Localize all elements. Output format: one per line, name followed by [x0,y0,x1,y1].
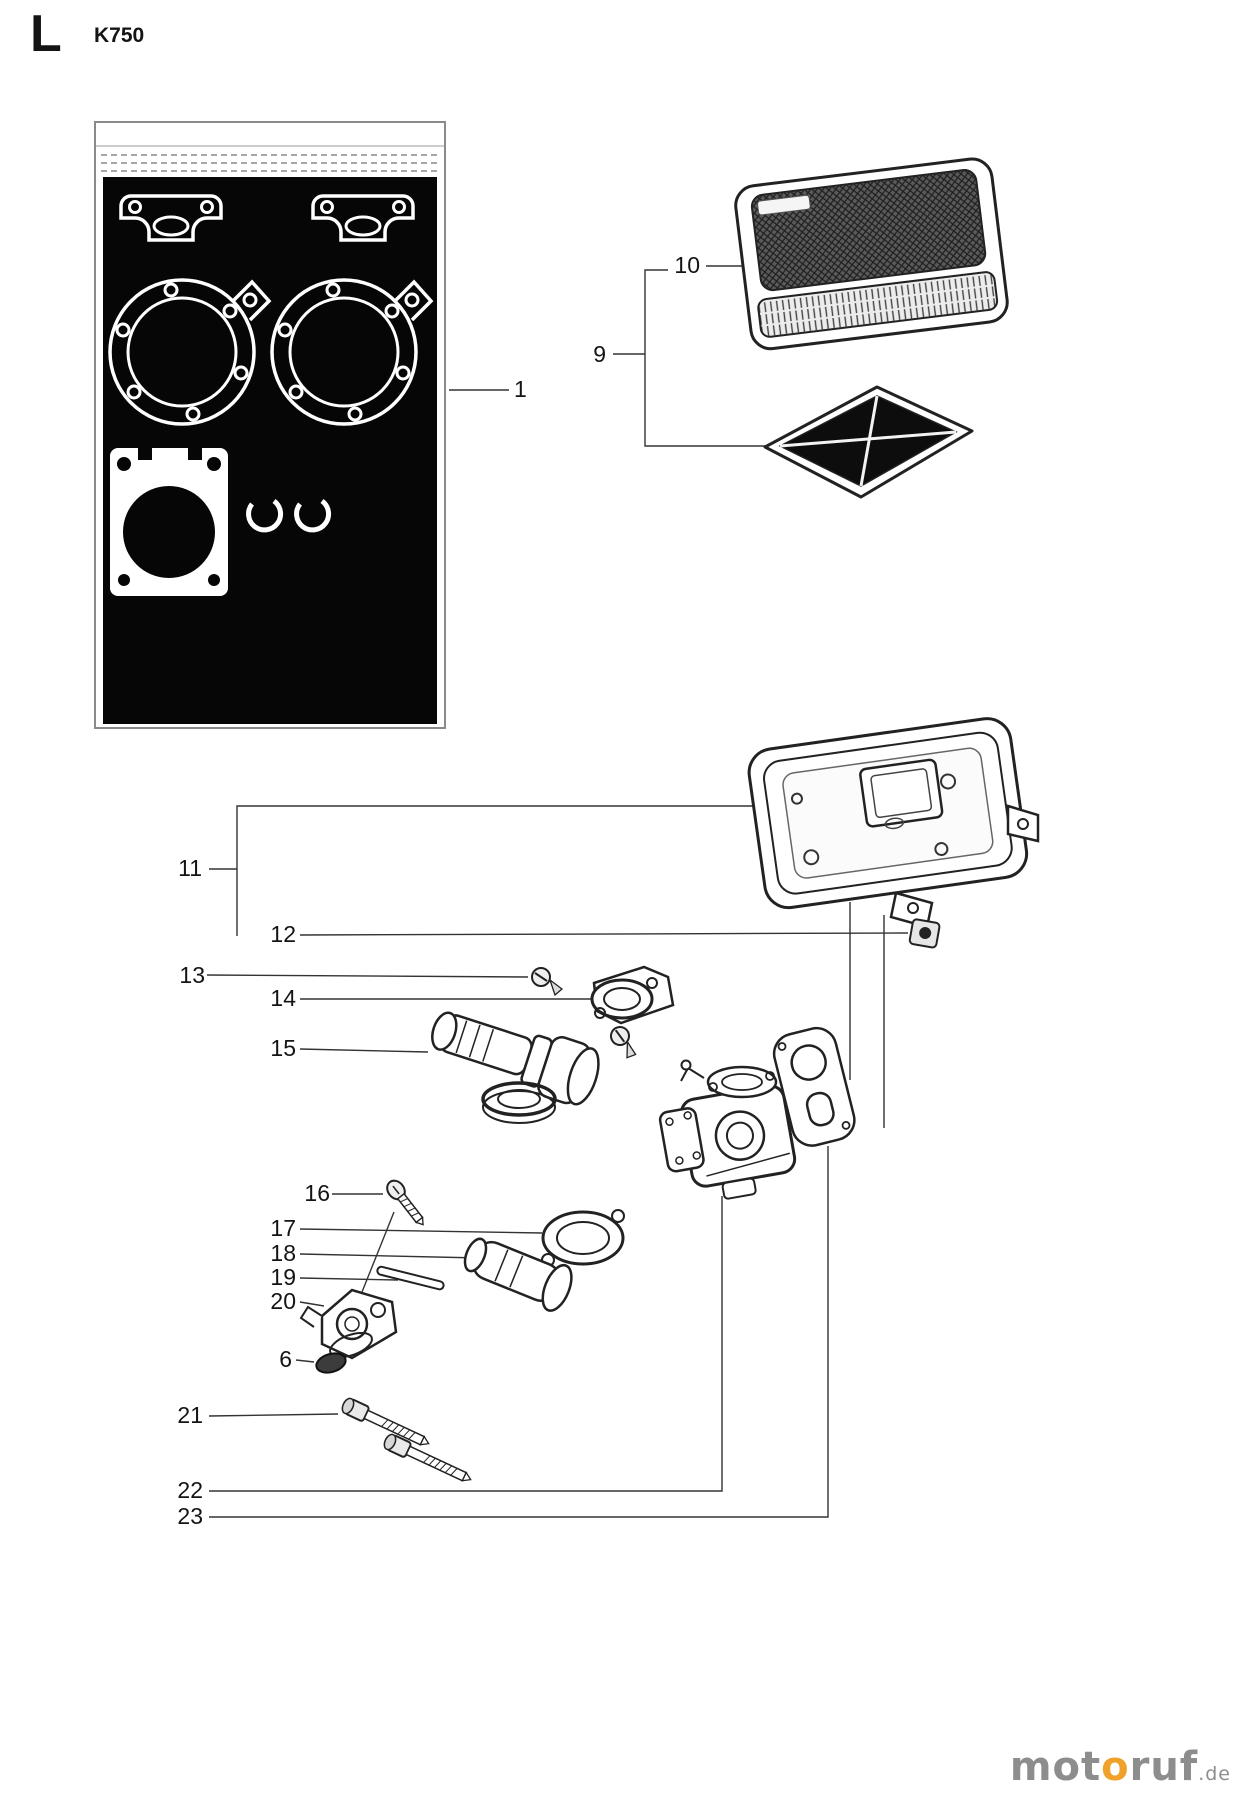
watermark-text-pre: mot [1009,1744,1102,1790]
carburetor-gasket-plate [772,1026,856,1147]
watermark-text-post: ruf [1129,1744,1199,1790]
screw-part-16 [386,1179,424,1226]
callout-13: 13 [179,962,205,988]
callout-9: 9 [593,341,606,367]
intake-manifold-part-18 [463,1237,573,1312]
callout-12: 12 [270,921,296,947]
choke-plate-part-20 [299,1288,398,1360]
air-filter-housing [747,717,1029,910]
grommet-part-6 [315,1352,347,1374]
flange-part-14 [590,965,675,1025]
watermark-accent-o: o [1101,1744,1130,1790]
model-number: K750 [94,24,145,47]
nut-part-12 [908,918,941,949]
callout-10: 10 [674,252,700,278]
screws-part-21 [339,1395,476,1488]
pin-part-19 [376,1265,445,1291]
section-letter: L [30,5,62,63]
air-filter [763,385,974,499]
callout-15: 15 [270,1035,296,1061]
callout-1: 1 [514,376,527,402]
motoruf-watermark: motoruf.de [1010,1744,1231,1790]
screw-below-flange [604,1023,644,1062]
callout-11: 11 [178,855,202,881]
exhaust-gasket-left [119,194,223,242]
cover-label-tag [757,194,811,216]
gasket-kit-bag [94,121,446,729]
carburetor [658,1059,797,1200]
callout-6: 6 [279,1346,292,1372]
air-filter-housing-brackets [889,804,1040,929]
screw-part-21-b [381,1431,476,1488]
callout-14: 14 [270,985,296,1011]
gasket-kit-contents [108,194,433,596]
air-filter-cover [734,157,1009,351]
callout-22: 22 [177,1477,203,1503]
flange-gasket-part-17 [541,1209,625,1267]
callout-21: 21 [177,1402,203,1428]
retaining-clips [246,498,331,533]
callout-17: 17 [270,1215,296,1241]
callout-23: 23 [177,1503,203,1529]
callout-16: 16 [304,1180,330,1206]
leader-lines [206,265,909,1518]
intake-boot-part-15 [431,1011,600,1124]
crankcase-gasket-left [108,278,272,426]
cylinder-gasket [110,448,228,596]
callout-18: 18 [270,1240,296,1266]
screw-part-13 [531,967,563,996]
watermark-tld: .de [1198,1763,1231,1785]
callout-19: 19 [270,1264,296,1290]
callout-20: 20 [270,1288,296,1314]
